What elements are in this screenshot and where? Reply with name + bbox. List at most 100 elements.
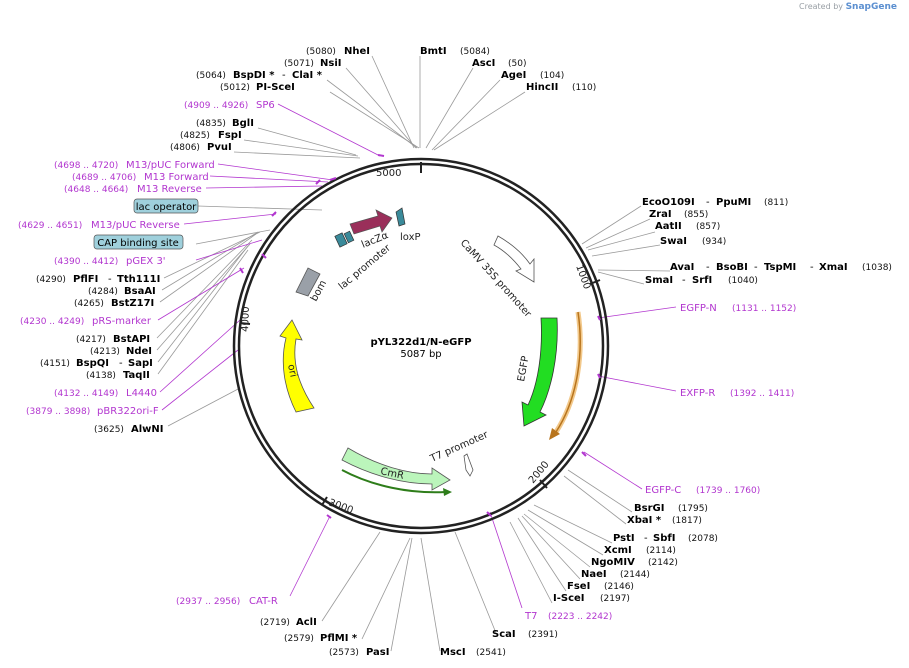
sites-top-left: (4835) BglI (4825) FspI (4806) PvuI [170, 118, 254, 153]
site-pasi[interactable]: PasI [366, 647, 389, 658]
site-pos: (50) [508, 59, 526, 69]
feature-egfp[interactable] [521, 317, 558, 427]
site-smai[interactable]: SmaI [645, 275, 673, 286]
site-pos: (811) [764, 198, 788, 208]
site-bsaai[interactable]: BsaAI [124, 286, 156, 297]
site-pos: (110) [572, 83, 596, 93]
site-bstapi[interactable]: BstAPI [113, 334, 150, 345]
primer-cat-r[interactable]: (2937 .. 2956) CAT-R [176, 596, 278, 607]
feature-camv35s-promoter[interactable] [493, 235, 535, 283]
site-msci[interactable]: MscI [440, 647, 466, 658]
label-cmr: CmR [379, 466, 404, 482]
primer-t7[interactable]: T7 (2223 .. 2242) [524, 611, 612, 622]
site-fspi[interactable]: FspI [218, 130, 242, 141]
primer-range: (4390 .. 4412) [54, 257, 118, 267]
site-srfi[interactable]: SrfI [692, 275, 712, 286]
site-avai[interactable]: AvaI [670, 262, 694, 273]
site-pos: (855) [684, 210, 708, 220]
site-bgli[interactable]: BglI [232, 118, 254, 129]
dash: - [119, 358, 123, 369]
site-pos: (4284) [88, 287, 118, 297]
site-ngomiv[interactable]: NgoMIV [591, 557, 635, 568]
site-naei[interactable]: NaeI [581, 569, 607, 580]
site-xbai[interactable]: XbaI * [627, 515, 662, 526]
feature-cap-site[interactable] [343, 230, 355, 244]
lac-operator-box[interactable] [133, 198, 199, 214]
primer-range: (4698 .. 4720) [54, 161, 118, 171]
primer-prs-marker[interactable]: pRS-marker [92, 316, 152, 327]
site-pos: (2144) [620, 570, 650, 580]
site-bsrgi[interactable]: BsrGI [634, 503, 664, 514]
primer-range: (2937 .. 2956) [176, 597, 240, 607]
site-pos: (2541) [476, 648, 506, 658]
primer-l4440[interactable]: L4440 [126, 388, 157, 399]
site-clai[interactable]: ClaI * [292, 70, 323, 81]
primers-right: EGFP-N (1131 .. 1152) EXFP-R (1392 .. 14… [645, 303, 796, 496]
primer-ring-marks [239, 154, 601, 519]
site-scai[interactable]: ScaI [492, 629, 516, 640]
feature-t7-promoter[interactable] [463, 453, 474, 477]
site-asci[interactable]: AscI [472, 58, 495, 69]
feature-bom[interactable] [295, 267, 321, 297]
site-agei[interactable]: AgeI [501, 70, 526, 81]
primer-egfp-n[interactable]: EGFP-N [680, 303, 717, 314]
site-bsobi[interactable]: BsoBI [716, 262, 748, 273]
site-psti[interactable]: PstI [613, 533, 635, 544]
site-pos: (1817) [672, 516, 702, 526]
site-pos: (4217) [76, 335, 106, 345]
label-t7-promoter: T7 promoter [428, 429, 491, 465]
primer-m13-forward[interactable]: M13 Forward [144, 172, 209, 183]
site-zrai[interactable]: ZraI [649, 209, 672, 220]
site-bmti[interactable]: BmtI [420, 46, 447, 57]
site-acli[interactable]: AclI [296, 617, 317, 628]
cap-binding-box[interactable] [93, 234, 184, 250]
site-sapi[interactable]: SapI [128, 358, 153, 369]
site-hincii[interactable]: HincII [526, 82, 558, 93]
site-bstz17i[interactable]: BstZ17I [111, 298, 154, 309]
site-ndei[interactable]: NdeI [126, 346, 152, 357]
primer-pgex3[interactable]: pGEX 3' [126, 256, 166, 267]
label-ori: ori [285, 363, 298, 378]
primer-pbr322ori-f[interactable]: pBR322ori-F [97, 406, 159, 417]
feature-loxp[interactable] [395, 207, 406, 227]
site-ppumi[interactable]: PpuMI [716, 197, 751, 208]
site-sbfi[interactable]: SbfI [653, 533, 675, 544]
primer-m13-reverse[interactable]: M13 Reverse [137, 184, 202, 195]
site-bspdi[interactable]: BspDI * [233, 70, 275, 81]
site-swai[interactable]: SwaI [660, 236, 687, 247]
site-nhei[interactable]: NheI [344, 46, 370, 57]
site-alwni[interactable]: AlwNI [131, 424, 164, 435]
primer-range: (3879 .. 3898) [26, 407, 90, 417]
site-tth111i[interactable]: Tth111I [117, 274, 160, 285]
site-nsii[interactable]: NsiI [320, 58, 341, 69]
feature-lacz-arrow[interactable] [349, 209, 393, 235]
primer-exfp-r[interactable]: EXFP-R [680, 388, 715, 399]
site-taqii[interactable]: TaqII [123, 370, 150, 381]
primer-range: (4909 .. 4926) [184, 101, 248, 111]
primer-m13-puc-forward[interactable]: M13/pUC Forward [126, 160, 215, 171]
primer-sp6[interactable]: (4909 .. 4926) SP6 [184, 100, 275, 111]
primer-egfp-c[interactable]: EGFP-C [645, 485, 681, 496]
site-pvui[interactable]: PvuI [207, 142, 232, 153]
site-fsei[interactable]: FseI [567, 581, 590, 592]
feature-cmr[interactable] [341, 447, 451, 491]
snapgene-logo-text: SnapGene [845, 2, 897, 12]
site-xmai[interactable]: XmaI [819, 262, 848, 273]
site-bspqi[interactable]: BspQI [76, 358, 109, 369]
site-pflmi[interactable]: PflMI * [320, 633, 358, 644]
site-pflfi[interactable]: PflFI [73, 274, 98, 285]
site-tspmi[interactable]: TspMI [764, 262, 796, 273]
primer-m13-puc-reverse[interactable]: M13/pUC Reverse [91, 220, 180, 231]
site-pi-scei[interactable]: PI-SceI [256, 82, 295, 93]
site-aatii[interactable]: AatII [655, 221, 682, 232]
primer-range: (4132 .. 4149) [54, 389, 118, 399]
site-xcmi[interactable]: XcmI [604, 545, 632, 556]
feature-lac-operator[interactable] [334, 232, 348, 248]
feature-orf-arrow[interactable] [555, 311, 581, 433]
site-i-scei[interactable]: I-SceI [553, 593, 585, 604]
cmr-orf-arrowhead [443, 488, 452, 496]
site-ecoo109i[interactable]: EcoO109I [642, 197, 695, 208]
feature-ori[interactable] [279, 319, 315, 413]
primer-leader-lines [157, 103, 677, 609]
primer-range: (1739 .. 1760) [696, 486, 760, 496]
